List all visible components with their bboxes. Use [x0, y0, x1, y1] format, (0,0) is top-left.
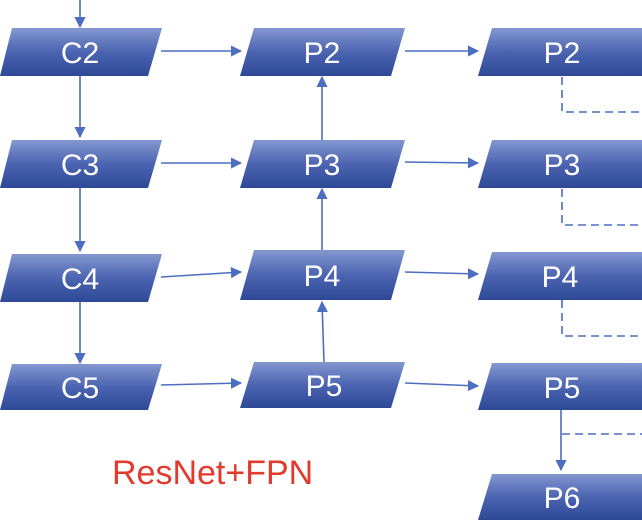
dashed-from-p4: [561, 300, 642, 337]
node-p3-mid-label: P3: [304, 149, 341, 182]
edge-c4-p4: [160, 267, 243, 279]
node-c5-label: C5: [61, 372, 99, 405]
node-p4-mid: P4: [240, 250, 405, 300]
node-p3-mid: P3: [240, 140, 405, 188]
edge-p4-p4out: [404, 268, 480, 280]
node-p4-out-label: P4: [542, 261, 579, 294]
node-c2-label: C2: [61, 37, 99, 70]
node-p5-mid: P5: [240, 362, 405, 408]
node-p6-out-label: P6: [544, 482, 581, 515]
node-c5: C5: [0, 364, 162, 410]
node-p2-mid-label: P2: [304, 37, 341, 70]
node-c2: C2: [0, 28, 162, 76]
dashed-connectors: [561, 77, 642, 435]
node-p2-mid: P2: [240, 28, 405, 76]
edge-p3-p3out: [404, 157, 480, 169]
diagram-caption: ResNet+FPN: [112, 454, 314, 492]
edge-p5-p4: [316, 300, 328, 363]
dashed-from-p3: [561, 189, 642, 226]
dashed-from-p2: [561, 77, 642, 113]
node-p2-out-label: P2: [544, 37, 581, 70]
node-c4-label: C4: [61, 263, 99, 296]
node-p6-out: P6: [478, 474, 642, 520]
node-c3: C3: [0, 140, 162, 188]
node-p4-mid-label: P4: [304, 260, 341, 293]
node-p4-out: P4: [478, 252, 642, 300]
node-p5-mid-label: P5: [306, 370, 343, 403]
node-p3-out: P3: [478, 140, 642, 188]
node-c3-label: C3: [61, 149, 99, 182]
nodes: C2 C3 C4 C5 P2 P3 P4 P5: [0, 28, 642, 520]
node-p5-out: P5: [478, 363, 642, 410]
node-p2-out: P2: [478, 28, 642, 76]
edge-c5-p5: [160, 377, 243, 389]
node-p3-out-label: P3: [544, 149, 581, 182]
edge-p5-p5out: [404, 379, 480, 392]
node-p5-out-label: P5: [544, 372, 581, 405]
edges: [74, 0, 567, 472]
node-c4: C4: [0, 254, 162, 302]
